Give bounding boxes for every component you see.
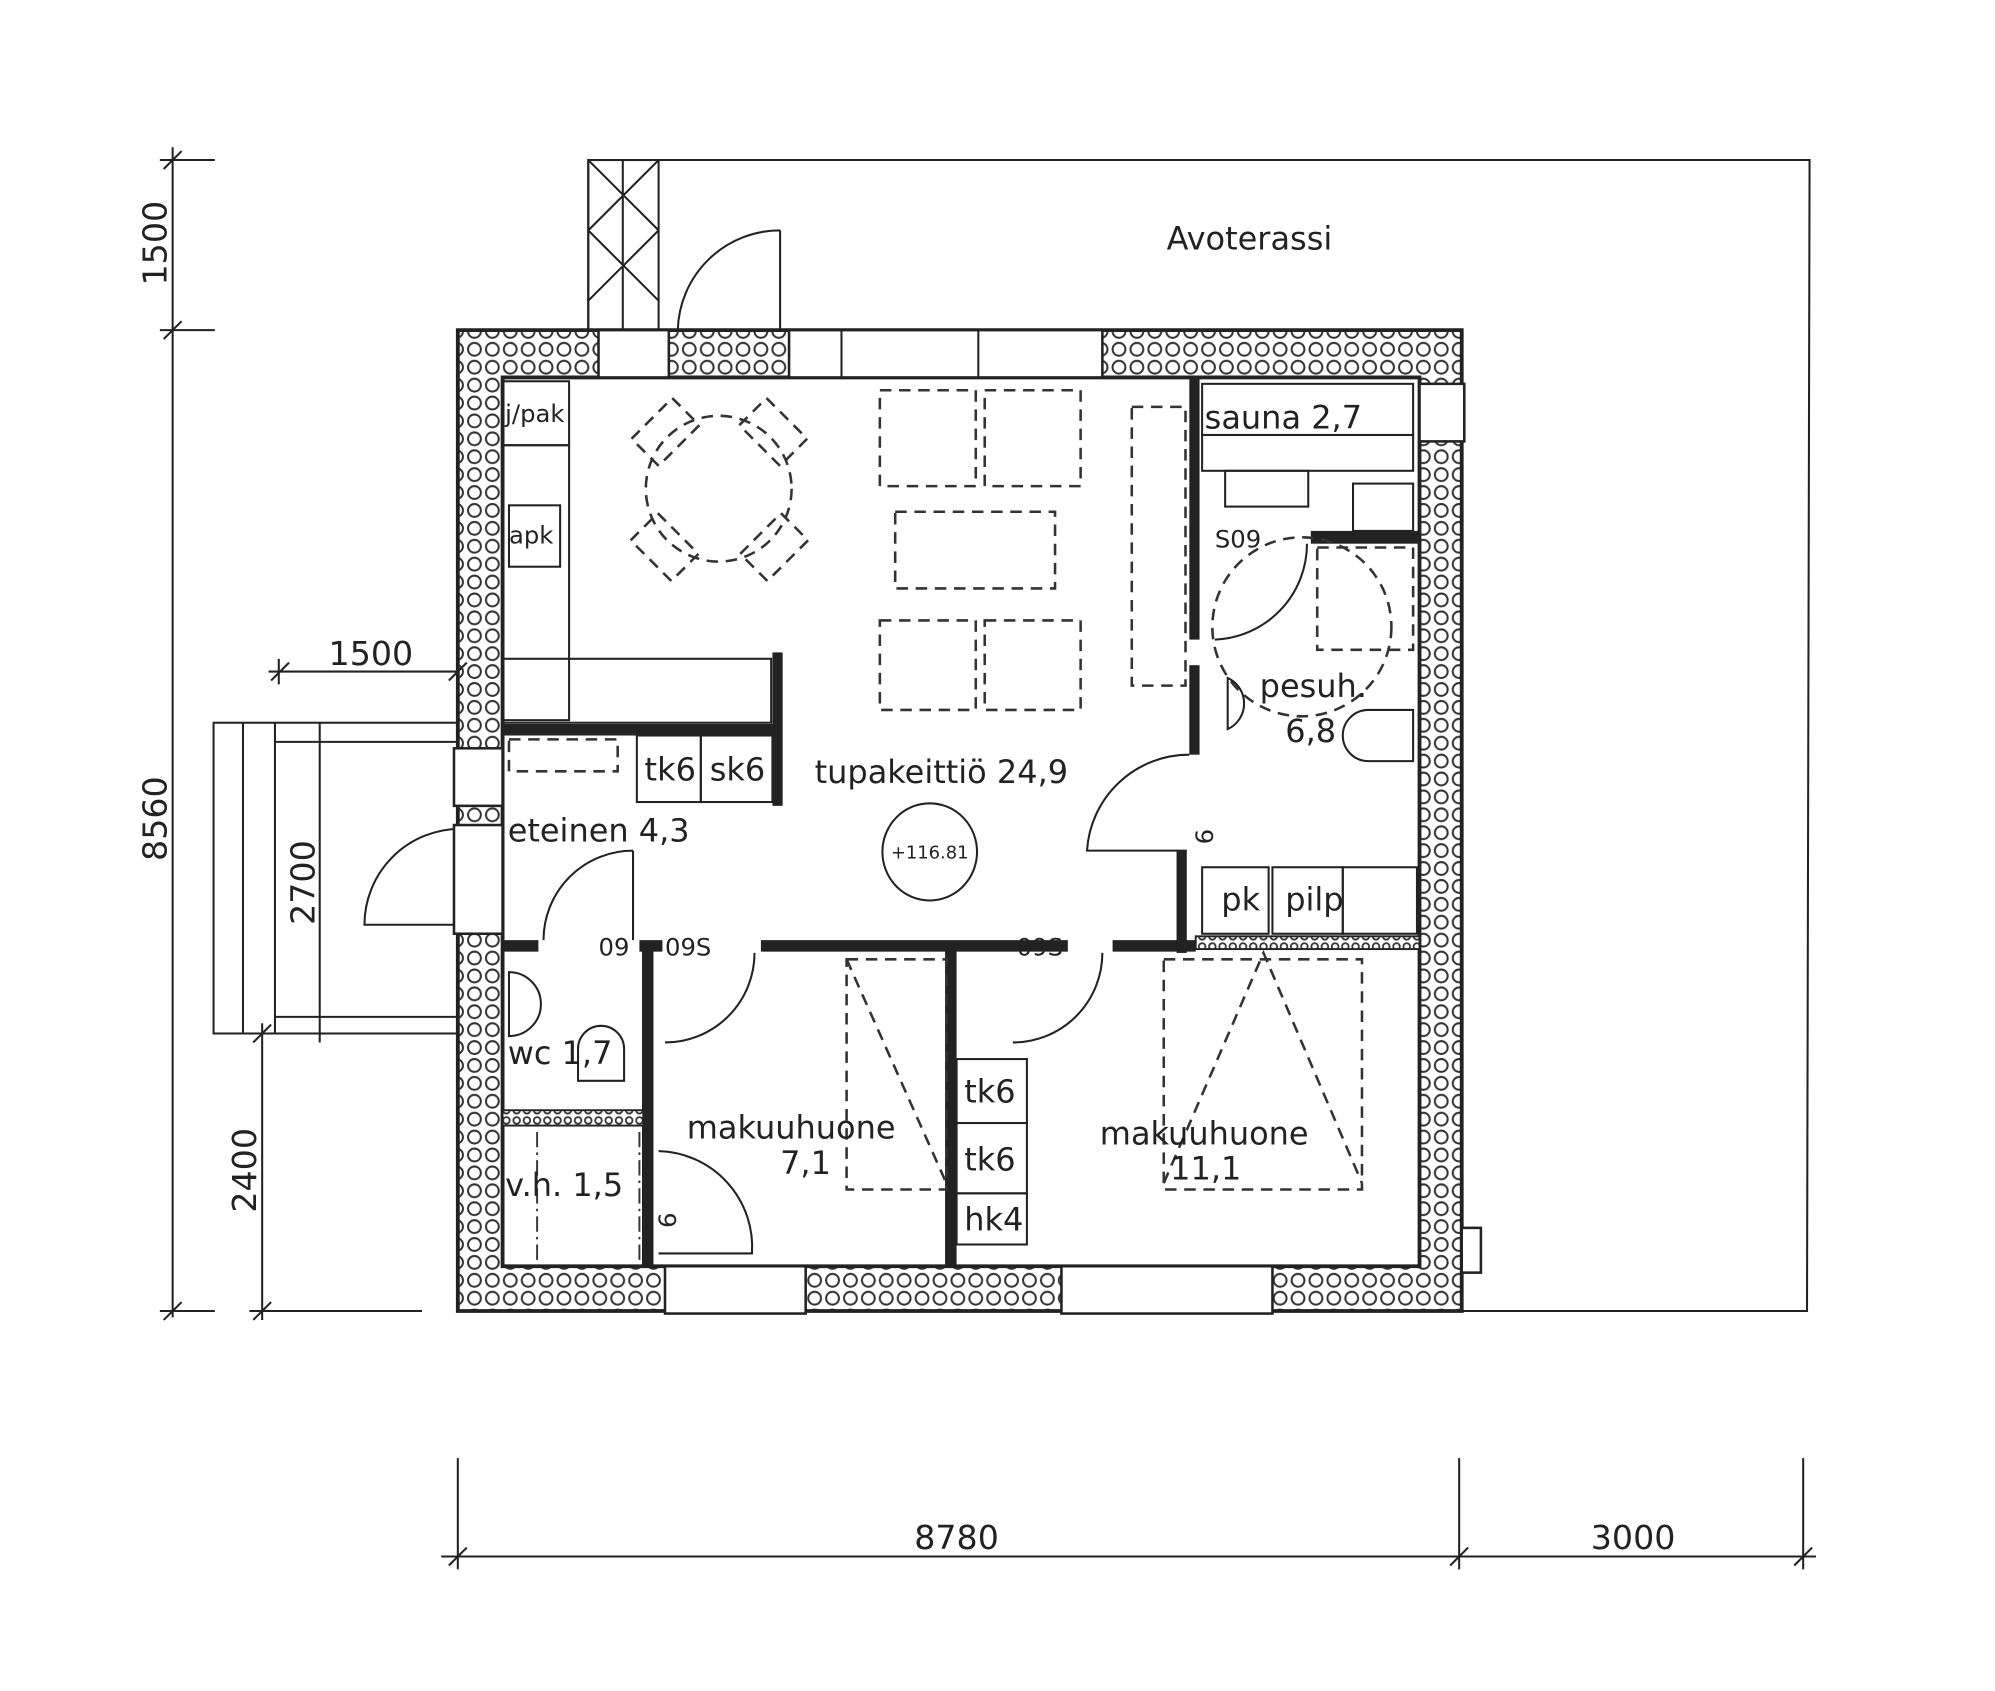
door-s09: S09 — [1215, 525, 1261, 554]
door-9-vh: 9 — [653, 1213, 682, 1228]
door-9-pesuh: 9 — [1190, 829, 1219, 844]
label-jpak: j/pak — [504, 399, 564, 428]
dim-bottom-house: 8780 — [914, 1518, 999, 1557]
cabinets — [501, 380, 1418, 1246]
room-makuu1-area: 7,1 — [780, 1144, 831, 1182]
room-tupakeittio: tupakeittiö 24,9 — [815, 753, 1068, 791]
dim-bottom-terrace: 3000 — [1591, 1518, 1676, 1557]
dim-left-total: 8560 — [135, 776, 174, 861]
room-sauna: sauna 2,7 — [1205, 399, 1362, 437]
interior-walls — [501, 377, 1421, 1267]
furniture — [507, 388, 1415, 1267]
fixture-labels: j/pak apk tk6 sk6 pk pilp tk6 tk6 hk4 S0… — [504, 399, 1343, 1238]
room-vh: v.h. 1,5 — [505, 1166, 623, 1204]
label-pilp: pilp — [1285, 881, 1343, 919]
dim-left-bottom: 2400 — [225, 1128, 264, 1213]
entry-porch — [212, 721, 462, 1035]
dim-porch-length: 2700 — [284, 840, 323, 925]
dim-porch-width: 1500 — [329, 634, 414, 673]
door-09s-1: 09S — [665, 932, 711, 961]
room-wc: wc 1,7 — [508, 1034, 613, 1072]
exterior-wall — [452, 328, 1483, 1315]
room-pesuh-area: 6,8 — [1285, 712, 1336, 750]
room-makuu1-name: makuuhuone — [687, 1108, 896, 1146]
label-tk6-b: tk6 — [964, 1140, 1015, 1178]
room-eteinen: eteinen 4,3 — [508, 812, 690, 850]
label-pk: pk — [1221, 881, 1260, 919]
terrace-label: Avoterassi — [1167, 220, 1333, 258]
door-09-eteinen: 09 — [599, 932, 630, 961]
room-labels: tupakeittiö 24,9 sauna 2,7 pesuh. 6,8 et… — [505, 399, 1367, 1204]
label-sk6: sk6 — [710, 750, 766, 788]
label-hk4: hk4 — [964, 1200, 1023, 1238]
label-tk6-kitchen: tk6 — [645, 750, 696, 788]
terrace: Avoterassi — [587, 159, 1811, 1313]
dim-left-top: 1500 — [135, 201, 174, 286]
door-09s-2: 09S — [1017, 932, 1063, 961]
room-pesuh-name: pesuh. — [1260, 667, 1367, 705]
label-tk6-a: tk6 — [964, 1073, 1015, 1111]
room-makuu2-name: makuuhuone — [1100, 1115, 1309, 1153]
room-makuu2-area: 11,1 — [1170, 1149, 1241, 1187]
elevation-marker: +116.81 — [881, 802, 979, 902]
dimensions: 1500 8560 2400 2700 1500 8780 3000 — [135, 147, 1816, 1570]
elevation-label: +116.81 — [891, 842, 969, 863]
label-apk: apk — [509, 521, 553, 550]
